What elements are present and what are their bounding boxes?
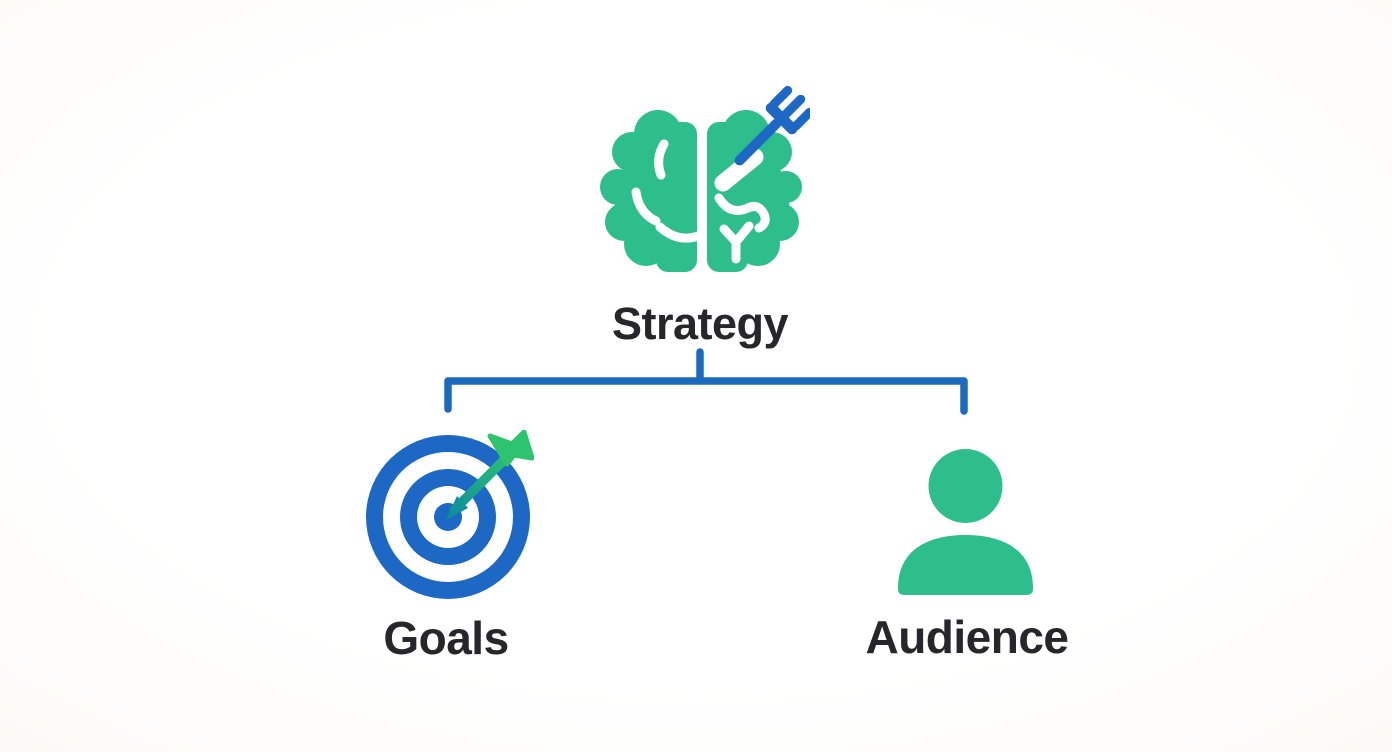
target-with-arrow-icon [366, 430, 534, 599]
person-body [898, 535, 1033, 595]
brain-right-hemisphere [707, 110, 802, 272]
brain-with-fork-icon [600, 85, 810, 272]
node-label-goals: Goals [383, 612, 509, 664]
brain-gyri-lines [631, 139, 770, 264]
person-head [928, 449, 1003, 523]
node-label-audience: Audience [865, 611, 1069, 663]
node-label-strategy: Strategy [611, 298, 789, 349]
fork-entry-slot [714, 148, 764, 192]
arrow-in-target [446, 430, 534, 520]
brain-left-hemisphere [600, 110, 697, 272]
fork-icon [734, 85, 810, 166]
person-icon [898, 449, 1033, 595]
tree-connector [444, 348, 968, 415]
